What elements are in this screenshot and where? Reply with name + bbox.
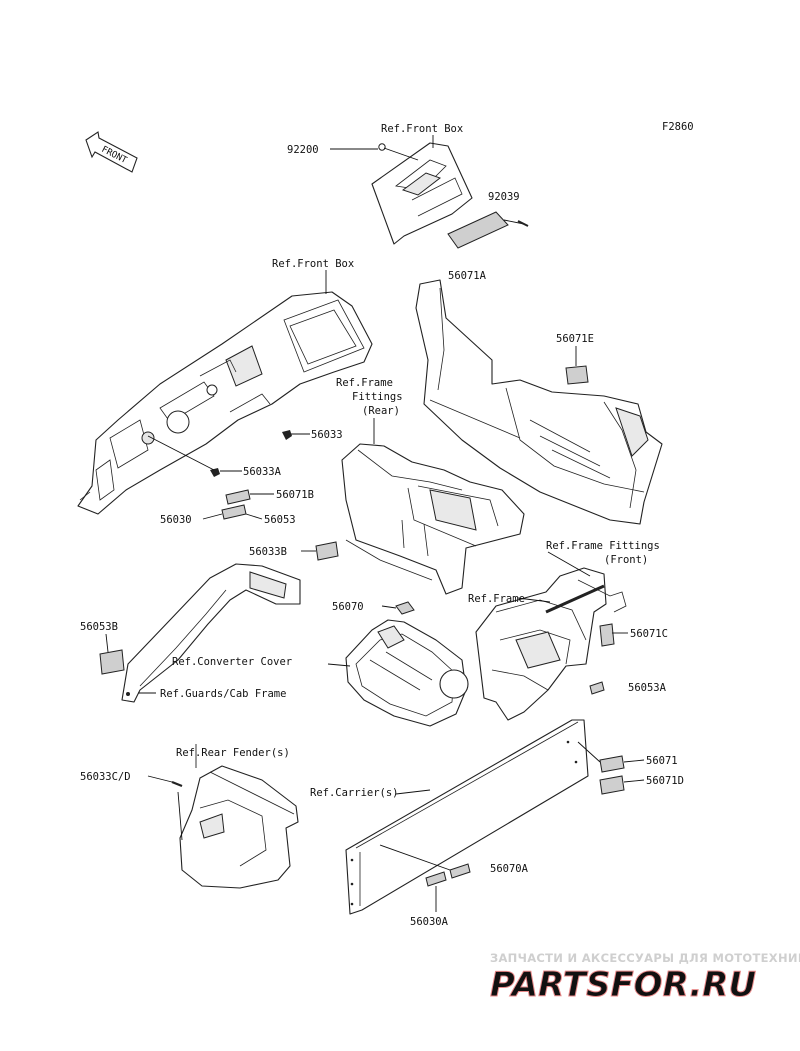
part-56053: 56053 [264,514,296,526]
ref-frame-fittings-rear-1: Ref.Frame [336,377,393,389]
part-56053a: 56053A [628,682,667,694]
part-56033b: 56033B [249,546,287,558]
ref-frame: Ref.Frame [468,593,525,605]
part-56071c: 56071C [630,628,668,640]
ref-frame-fittings-front-2: (Front) [604,554,648,566]
label-56053a [589,681,605,695]
front-arrow-icon: FRONT [85,131,138,173]
ref-front-box-top: Ref.Front Box [381,123,463,135]
part-56033a: 56033A [243,466,282,478]
carrier-panel [345,719,589,915]
label-56071 [599,755,625,773]
figure-code: F2860 [662,121,694,133]
part-56033cd: 56033C/D [80,771,131,783]
part-56030a: 56030A [410,916,449,928]
ref-front-box-mid: Ref.Front Box [272,258,354,270]
part-56071b: 56071B [276,489,314,501]
ref-converter-cover: Ref.Converter Cover [172,656,292,668]
label-56071c [599,623,615,647]
label-56030a-b [449,863,471,879]
part-56033: 56033 [311,429,343,441]
label-56070 [395,601,415,615]
converter-cover [345,619,469,727]
label-56071b [225,489,251,505]
watermark-logo: PARTSFOR.RU [490,965,756,1005]
part-92200: 92200 [287,144,319,156]
part-56071: 56071 [646,755,678,767]
ref-carriers: Ref.Carrier(s) [310,787,399,799]
ref-guards-cab-frame: Ref.Guards/Cab Frame [160,688,286,700]
ref-frame-fittings-rear-3: (Rear) [362,405,400,417]
dashboard-panel [77,291,373,515]
part-56053b: 56053B [80,621,118,633]
rear-frame-fittings [341,443,525,595]
label-56071e [565,365,589,385]
cab-frame-bar [121,563,301,703]
rear-fender [179,744,299,889]
label-56030 [221,504,247,520]
watermark-tagline: ЗАПЧАСТИ И АКСЕССУАРЫ ДЛЯ МОТОТЕХНИКИ [490,951,800,965]
ref-frame-fittings-front-1: Ref.Frame Fittings [546,540,660,552]
part-56070: 56070 [332,601,364,613]
part-56071e: 56071E [556,333,594,345]
part-56070a: 56070A [490,863,529,875]
part-92039: 92039 [488,191,520,203]
front-frame-fittings [475,567,627,721]
part-56030: 56030 [160,514,192,526]
label-plate-56071a [447,211,509,249]
part-56071a: 56071A [448,270,487,282]
ref-rear-fenders: Ref.Rear Fender(s) [176,747,290,759]
label-56030a-a [425,871,447,887]
label-56071d [599,775,625,795]
ref-frame-fittings-rear-2: Fittings [352,391,403,403]
label-56053b [99,649,125,675]
body-side-panel [415,279,663,525]
grommet-icon [378,143,386,151]
part-56071d: 56071D [646,775,684,787]
front-box-lid [371,142,473,245]
label-56033b [315,541,339,561]
